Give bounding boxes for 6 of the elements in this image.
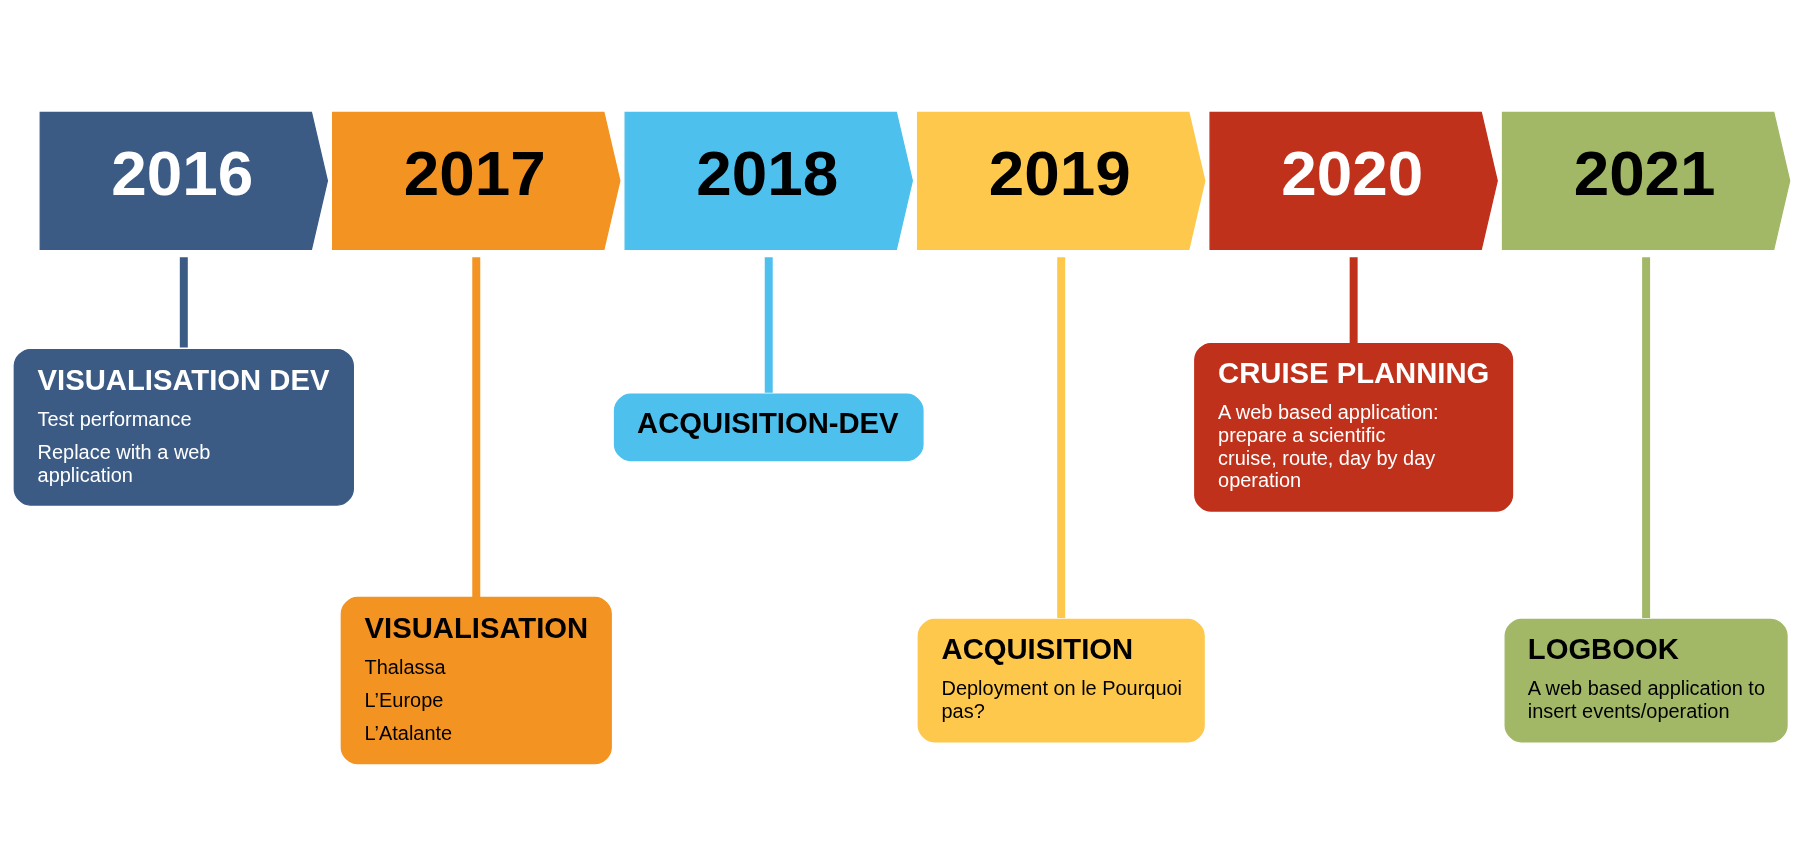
node-box: VISUALISATION Thalassa L’Europe L’Atalante <box>340 596 612 765</box>
node-box: CRUISE PLANNING A web based application: prepare a scientific cruise, route, day by day operation <box>1194 342 1514 512</box>
node-box: VISUALISATION DEV Test performance Replace with a web application <box>13 348 354 506</box>
node-box: ACQUISITION Deployment on le Pourquoi pas? <box>917 618 1205 743</box>
node-box: LOGBOOK A web based application to insert events/operation <box>1504 618 1788 743</box>
node-box: ACQUISITION-DEV <box>613 393 924 462</box>
